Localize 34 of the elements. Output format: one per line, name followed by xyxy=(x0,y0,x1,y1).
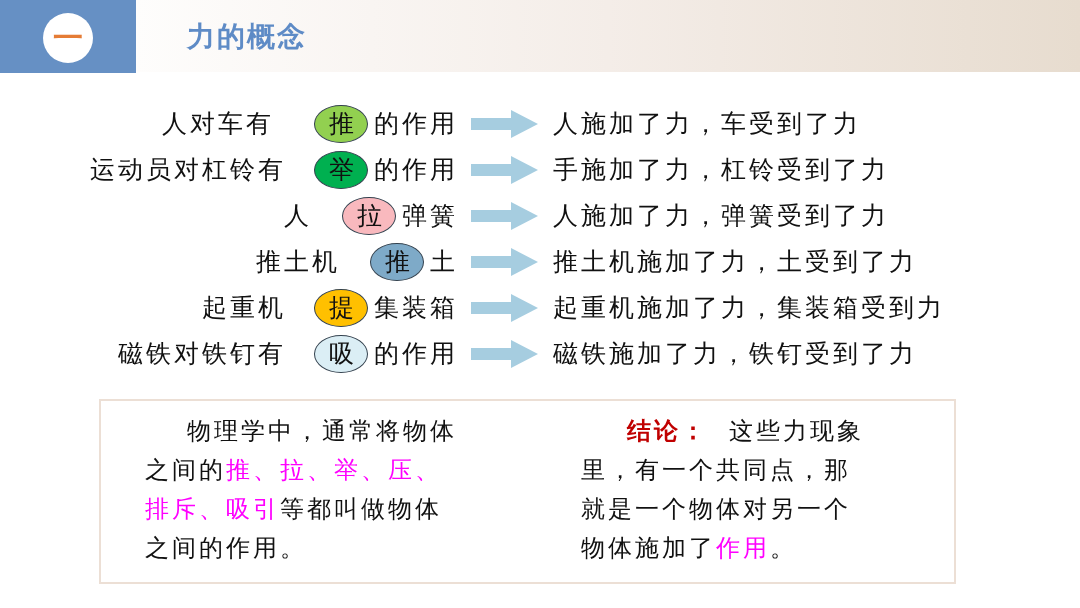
arrow xyxy=(471,202,538,230)
phrase-text: 的作用 xyxy=(374,155,458,185)
phrase-text: 人 xyxy=(284,201,312,231)
verb-ellipse: 推 xyxy=(314,105,368,143)
phrase-text: 运动员对杠铃有 xyxy=(90,155,286,185)
arrow xyxy=(471,248,538,276)
verb-ellipse: 吸 xyxy=(314,335,368,373)
phrase-text: 人对车有 xyxy=(162,109,274,139)
verb-ellipse: 推 xyxy=(370,243,424,281)
verb-ellipse: 举 xyxy=(314,151,368,189)
phrase-text: 集装箱 xyxy=(374,293,458,323)
arrow xyxy=(471,294,538,322)
phrase-text: 弹簧 xyxy=(402,201,458,231)
verb-ellipse: 提 xyxy=(314,289,368,327)
definition-paragraph: 物理学中，通常将物体之间的推、拉、举、压、排斥、吸引等都叫做物体之间的作用。 xyxy=(145,416,458,564)
arrow xyxy=(471,110,538,138)
result-text: 人施加了力，弹簧受到了力 xyxy=(553,201,889,231)
result-text: 起重机施加了力，集装箱受到力 xyxy=(553,293,945,323)
phrase-text: 土 xyxy=(430,247,458,277)
arrow xyxy=(471,340,538,368)
phrase-text: 推土机 xyxy=(256,247,340,277)
phrase-text: 起重机 xyxy=(202,293,286,323)
result-text: 手施加了力，杠铃受到了力 xyxy=(553,155,889,185)
note-panel xyxy=(99,399,956,584)
phrase-text: 的作用 xyxy=(374,339,458,369)
phrase-text: 的作用 xyxy=(374,109,458,139)
result-text: 推土机施加了力，土受到了力 xyxy=(553,247,917,277)
result-text: 人施加了力，车受到了力 xyxy=(553,109,861,139)
conclusion-paragraph: 结论： 这些力现象里，有一个共同点，那就是一个物体对另一个物体施加了作用。 xyxy=(581,416,865,564)
phrase-text: 磁铁对铁钉有 xyxy=(118,339,286,369)
arrow xyxy=(471,156,538,184)
verb-ellipse: 拉 xyxy=(342,197,396,235)
result-text: 磁铁施加了力，铁钉受到了力 xyxy=(553,339,917,369)
slide-title: 力的概念 xyxy=(187,20,307,54)
